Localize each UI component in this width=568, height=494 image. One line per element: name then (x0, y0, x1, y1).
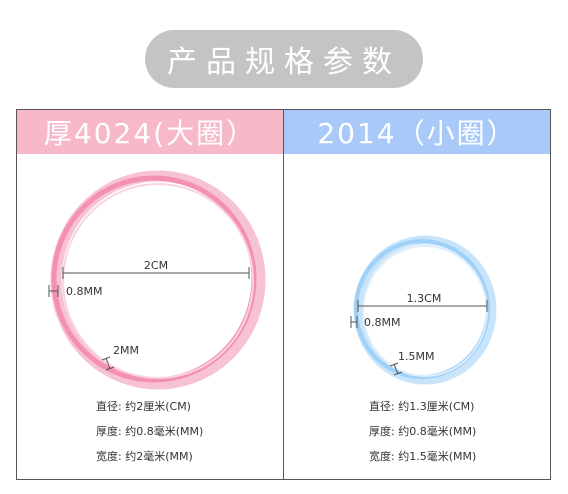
left-panel-header: 厚4024(大圈） (17, 110, 283, 154)
left-spec-diameter: 直径: 约2厘米(CM) (96, 401, 191, 413)
left-spec-width: 宽度: 约2毫米(MM) (96, 451, 193, 463)
large-ring-diameter-label: 2CM (144, 259, 168, 272)
spec-value: 约1.3厘米(CM) (398, 400, 475, 413)
right-panel-header: 2014（小圈） (284, 110, 550, 154)
spec-value: 约0.8毫米(MM) (398, 425, 477, 438)
small-ring-width-label: 1.5MM (398, 350, 434, 363)
spec-label: 直径: (96, 400, 122, 413)
large-ring-illustration (50, 170, 266, 390)
spec-label: 宽度: (96, 450, 122, 463)
spec-value: 约1.5毫米(MM) (398, 450, 477, 463)
panel-divider (283, 109, 284, 480)
spec-label: 直径: (369, 400, 395, 413)
left-spec-thickness: 厚度: 约0.8毫米(MM) (96, 426, 203, 438)
spec-value: 约2厘米(CM) (125, 400, 191, 413)
small-ring-diameter-label: 1.3CM (407, 292, 442, 305)
large-ring-thickness-dimension: 0.8MM (48, 285, 102, 298)
large-ring-width-label: 2MM (113, 344, 139, 357)
spec-label: 厚度: (96, 425, 122, 438)
right-spec-diameter: 直径: 约1.3厘米(CM) (369, 401, 474, 413)
large-ring-thickness-label: 0.8MM (66, 285, 102, 298)
page-title: 产品规格参数 (145, 30, 423, 88)
spec-label: 宽度: (369, 450, 395, 463)
right-spec-width: 宽度: 约1.5毫米(MM) (369, 451, 476, 463)
large-ring-diameter-dimension: 2CM (62, 259, 250, 279)
spec-value: 约2毫米(MM) (125, 450, 193, 463)
small-ring-thickness-dimension: 0.8MM (350, 316, 400, 329)
spec-value: 约0.8毫米(MM) (125, 425, 204, 438)
small-ring-diameter-dimension: 1.3CM (357, 292, 488, 312)
large-ring-width-dimension: 2MM (101, 344, 139, 371)
small-ring-width-dimension: 1.5MM (389, 350, 434, 376)
small-ring-thickness-label: 0.8MM (364, 316, 400, 329)
right-spec-thickness: 厚度: 约0.8毫米(MM) (369, 426, 476, 438)
spec-label: 厚度: (369, 425, 395, 438)
